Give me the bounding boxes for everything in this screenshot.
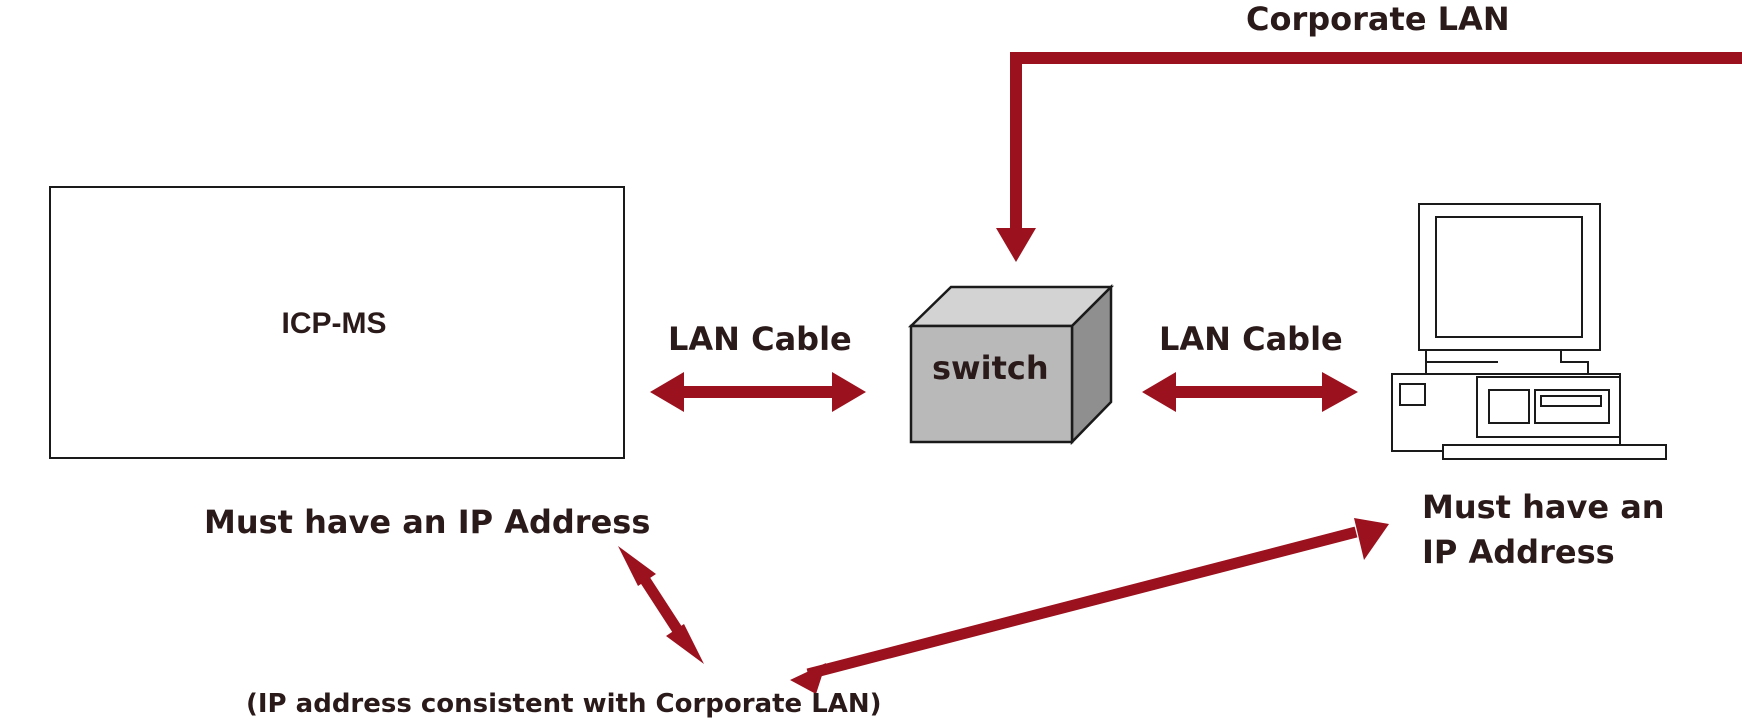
network-switch-icon: switch (907, 283, 1115, 446)
ip-note-label: (IP address consistent with Corporate LA… (246, 689, 882, 719)
note-to-pc-arrow (790, 518, 1389, 694)
corporate-lan-arrowhead (996, 228, 1036, 262)
drive-slot (1540, 395, 1602, 407)
corporate-lan-connection (996, 52, 1742, 262)
icp-ms-box (49, 186, 625, 459)
icp-ip-requirement-label: Must have an IP Address (204, 503, 650, 541)
monitor-screen (1435, 216, 1583, 338)
icp-ms-instrument: ICP-MS (49, 186, 625, 459)
power-button (1399, 383, 1426, 406)
keyboard (1442, 444, 1667, 460)
icp-to-note-arrow (618, 546, 704, 664)
lan-cable-right-label: LAN Cable (1159, 320, 1343, 358)
lan-cable-right-arrow (1142, 372, 1358, 412)
switch-label: switch (932, 349, 1049, 387)
icp-ms-label: ICP-MS (282, 307, 387, 340)
lan-cable-left-arrow (650, 372, 866, 412)
switch-front-face (909, 324, 1074, 444)
desktop-computer-icon (1391, 203, 1667, 460)
pc-ip-requirement-line1: Must have an (1422, 488, 1665, 526)
drive-bay-left (1488, 389, 1530, 424)
corporate-lan-label: Corporate LAN (1246, 0, 1510, 38)
pc-ip-requirement-line2: IP Address (1422, 533, 1615, 571)
lan-cable-left-label: LAN Cable (668, 320, 852, 358)
